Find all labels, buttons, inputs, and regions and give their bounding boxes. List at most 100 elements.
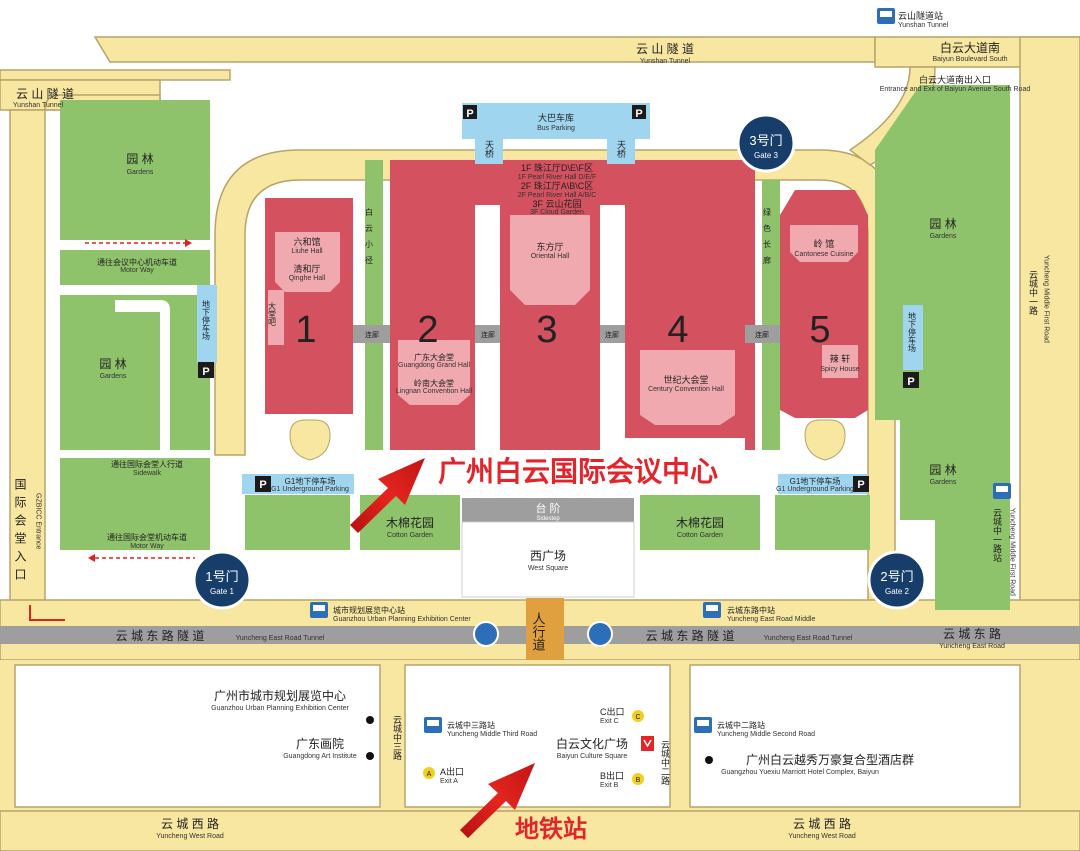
hall-3-number: 3 (536, 309, 557, 351)
g1-left-en: G1 Underground Parking (271, 486, 349, 493)
marriott-label: 广州白云越秀万豪复合型酒店群 (746, 752, 914, 767)
yuncheng-middle-first-station-en: Yuncheng Middle First Road (1009, 508, 1016, 596)
halls (265, 160, 868, 450)
bus-parking-en: Bus Parking (537, 125, 575, 132)
gate-3-label: 3号门 (749, 133, 782, 148)
metro-icon (641, 736, 654, 751)
gate-1-label: 1号门 (205, 569, 238, 584)
yuncheng-middle-second-station: 云城中二路站 (717, 720, 765, 730)
gardens (60, 85, 1010, 610)
bus-stop-icon (694, 717, 712, 733)
gate-1-en: Gate 1 (210, 587, 235, 596)
yuncheng-east-tunnel-right-en: Yuncheng East Road Tunnel (764, 635, 853, 642)
venue-title: 广州白云国际会议中心 (438, 455, 718, 487)
exit-c-en: Exit C (600, 718, 619, 725)
bus-stop-icon (703, 602, 721, 618)
culture-square-en: Baiyun Culture Square (557, 753, 628, 760)
yuncheng-middle-second-road: 云城中二路 (660, 740, 670, 786)
p-g1-right: P (857, 479, 864, 491)
yunshan-tunnel-left-label: 云 山 隧 道 (16, 86, 74, 101)
exit-c-letter: C (635, 714, 640, 721)
exit-a-circle (423, 767, 435, 779)
p-g1-left: P (259, 479, 266, 491)
motorway-arrows (29, 239, 195, 621)
garden-3-en: Gardens (930, 233, 957, 240)
lingguan-en: Cantonese Cuisine (794, 251, 853, 258)
exit-b-en: Exit B (600, 782, 619, 789)
steps-label: 台 阶 (535, 501, 560, 515)
exit-c-label: C出口 (600, 706, 625, 717)
yuncheng-east-tunnel-left-en: Yuncheng East Road Tunnel (236, 635, 325, 642)
guangdong-hall: 广东大会堂 (414, 352, 454, 362)
gate-2-circle (867, 550, 927, 610)
underground-parking (197, 285, 923, 494)
gate-2-en: Gate 2 (885, 587, 910, 596)
garden-4-label: 园 林 (929, 463, 956, 477)
gate-3-en: Gate 3 (754, 151, 779, 160)
yuncheng-east-road: 云 城 东 路 (943, 626, 1001, 641)
cloud-garden: 3F 云山花园 (532, 198, 581, 209)
art-institute-label: 广东画院 (296, 737, 344, 751)
yuncheng-west-left: 云 城 西 路 (161, 816, 219, 831)
hall-5-number: 5 (809, 309, 830, 351)
hall-5-block (780, 190, 868, 418)
garden-labels: 园 林 Gardens 园 林 Gardens 园 林 Gardens 园 林 … (99, 152, 957, 539)
yuncheng-middle-second-station-en: Yuncheng Middle Second Road (717, 731, 815, 738)
laxuan-en: Spicy House (820, 366, 859, 373)
cotton-garden-right: 木棉花园 (676, 515, 724, 530)
garden-1-label: 园 林 (126, 152, 153, 166)
garden-1-en: Gardens (127, 169, 154, 176)
venue-arrow (350, 458, 425, 533)
underground-left-label: 地下停车场 (202, 299, 211, 341)
motor-way-bottom: 通往国际会堂机动车道 (107, 532, 187, 542)
qinghe-hall: 清和厅 (293, 263, 320, 274)
poi-labels: 广州市城市规划展览中心 Guanzhou Urban Planning Exhi… (211, 688, 914, 789)
motor-way-top: 通往会议中心机动车道 (97, 257, 177, 267)
planning-center-en: Guanzhou Urban Planning Exhibition Cente… (211, 705, 349, 712)
yuncheng-west-right: 云 城 西 路 (793, 816, 851, 831)
poi-dot (366, 752, 374, 760)
garden-nw (60, 100, 210, 240)
yuncheng-middle-third-station-en: Yuncheng Middle Third Road (447, 731, 537, 738)
gate-1-circle (192, 550, 252, 610)
art-institute-en: Guangdong Art Institute (283, 753, 357, 760)
bus-stop-icon (993, 483, 1011, 499)
corridor-1: 连廊 (365, 330, 379, 339)
sidewalk-en: Sidewalk (133, 470, 162, 477)
yuncheng-east-tunnel-right: 云 城 东 路 隧 道 (646, 628, 735, 643)
poi-dot (705, 756, 713, 764)
garden-w (60, 250, 210, 450)
qinghe-hall-en: Qinghe Hall (289, 275, 326, 282)
yuncheng-middle-third-road: 云城中三路 (392, 715, 402, 761)
p-underground-right: P (907, 376, 914, 388)
yuncheng-east-station: 云城东路中站 (727, 605, 775, 615)
green-corridor: 绿色长廊 (763, 208, 772, 272)
pearl-river-1f: 1F 珠江厅D\E\F区 (521, 162, 593, 173)
hall-2-block (390, 160, 475, 450)
century-hall: 世纪大会堂 (663, 374, 708, 385)
exit-a-en: Exit A (440, 778, 458, 785)
bus-stop-icon (877, 8, 895, 24)
yuncheng-middle-first-road: 云城中一路 (1028, 270, 1038, 316)
planning-center-label: 广州市城市规划展览中心 (214, 688, 346, 703)
yuncheng-east-tunnel-left: 云 城 东 路 隧 道 (116, 628, 205, 643)
g1-right-en: G1 Underground Parking (776, 486, 854, 493)
gate-2-label: 2号门 (880, 569, 913, 584)
bridge-left: 天桥 (484, 140, 494, 159)
poi-dot (366, 716, 374, 724)
yuncheng-middle-third-station: 云城中三路站 (447, 720, 495, 730)
yuncheng-west-right-en: Yuncheng West Road (788, 833, 856, 840)
yuncheng-east-station-en: Yuncheng East Road Middle (727, 616, 815, 623)
sidewalk-label: 通往国际会堂人行道 (111, 459, 183, 469)
baiyun-exit-en: Entrance and Exit of Baiyun Avenue South… (880, 86, 1031, 93)
motor-way-bottom-en: Motor Way (130, 543, 164, 550)
pearl-river-2f: 2F 珠江厅A\B\C区 (521, 180, 594, 191)
p-underground-left: P (202, 366, 209, 378)
hall-1-number: 1 (295, 309, 316, 351)
u-turn-icon (473, 621, 499, 647)
yuncheng-east-road-en: Yuncheng East Road (939, 643, 1005, 650)
garden-2-label: 园 林 (99, 357, 126, 371)
century-hall-en: Century Convention Hall (648, 386, 724, 393)
exit-b-circle (632, 773, 644, 785)
